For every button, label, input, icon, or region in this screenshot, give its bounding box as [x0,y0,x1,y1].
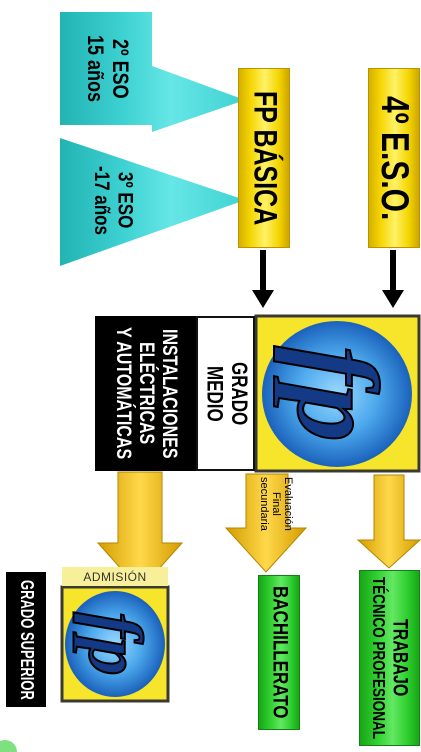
fp-basica-text: FP BÁSICA [246,90,284,226]
eso4-text: 4º E.S.O. [372,95,416,221]
arrow-ciclo-to-admision [96,471,184,591]
trabajo-line-1: TRABAJO [388,619,411,697]
eso3-text-box: 3º ESO -17 años [77,150,149,250]
bachillerato-box: BACHILLERATO [258,575,300,730]
arrow-eso4-down [382,250,404,308]
ciclo-line-2: ELÉCTRICAS [134,342,157,445]
eso2-line-1: 2º ESO [107,39,133,99]
eso3-line-1: 3º ESO [113,171,138,229]
evaluacion-line-2: Final [270,492,283,516]
grado-medio-line-1: GRADO [226,361,252,426]
grado-superior-text: GRADO SUPERIOR [16,579,38,700]
grado-superior-box: GRADO SUPERIOR [6,572,46,707]
trabajo-line-2: TÉCNICO PROFESIONAL [369,576,390,739]
eso2-label: 2º ESO 15 años [82,35,133,103]
ciclo-line-3: Y AUTOMÁTICAS [111,327,135,460]
trabajo-box: TRABAJO TÉCNICO PROFESIONAL [359,570,420,746]
ciclo-line-1: INSTALACIONES [157,328,180,459]
fp-basica-label: FP BÁSICA [246,90,284,226]
fp-logo-large-text: fp [274,346,401,442]
eso4-label: 4º E.S.O. [373,96,416,220]
ciclo-label: INSTALACIONES ELÉCTRICAS Y AUTOMÁTICAS [111,327,180,459]
eso2-text-box: 2º ESO 15 años [62,14,152,124]
arrow-to-trabajo [356,474,421,569]
fp-logo-large: fp [254,314,421,473]
fp-basica-box: FP BÁSICA [238,68,290,248]
eso4-box: 4º E.S.O. [368,68,420,248]
fp-logo-small: fp [60,585,170,703]
bachillerato-label: BACHILLERATO [267,586,292,719]
evaluacion-label: Evaluación Final secundaria [258,477,294,531]
arrow-evaluacion [224,473,308,573]
grado-medio-line-2: MEDIO [202,365,227,422]
fp-logo-small-text: fp [73,612,157,675]
evaluacion-text-box: Evaluación Final secundaria [250,474,302,534]
grado-medio-box: GRADO MEDIO [196,316,255,471]
eso3-triangle-shape [60,138,245,266]
grado-medio-label: GRADO MEDIO [201,361,252,426]
evaluacion-line-3: secundaria [257,477,270,531]
eso3-line-2: -17 años [90,165,115,235]
arrow-fp-basica-down [252,250,274,308]
green-corner-fragment [0,740,17,752]
eso2-arrow-shape [60,12,245,132]
bachillerato-text: BACHILLERATO [268,586,292,719]
admision-label: ADMISIÓN [62,567,168,586]
ciclo-box: INSTALACIONES ELÉCTRICAS Y AUTOMÁTICAS [95,316,196,471]
eso3-label: 3º ESO -17 años [90,165,138,235]
evaluacion-line-1: Evaluación [282,477,295,531]
grado-superior-label: GRADO SUPERIOR [16,579,38,700]
trabajo-label: TRABAJO TÉCNICO PROFESIONAL [368,576,411,739]
eso2-line-2: 15 años [83,35,109,103]
